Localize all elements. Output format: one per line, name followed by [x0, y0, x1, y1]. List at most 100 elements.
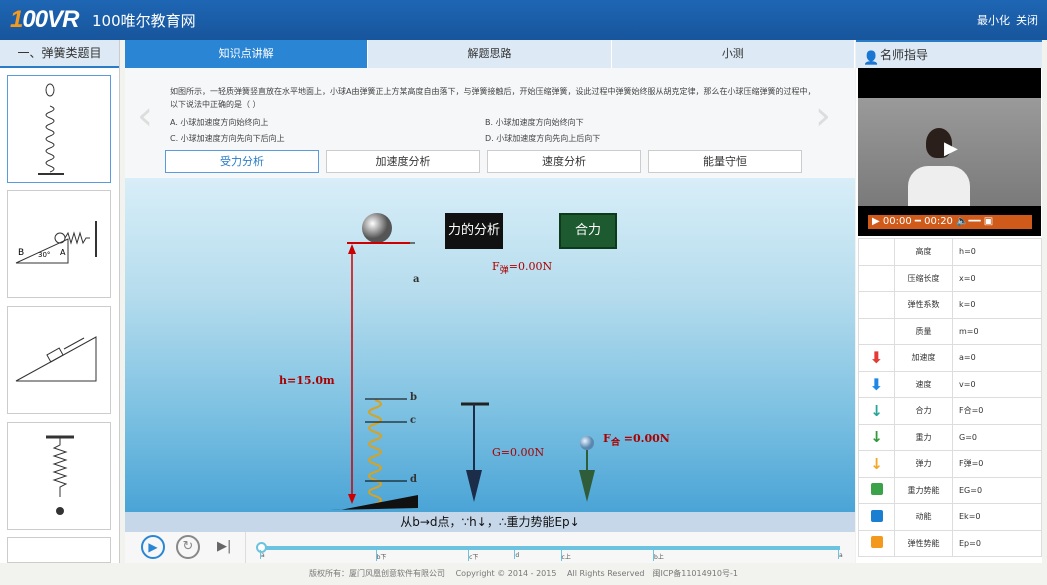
video-current-time: 00:00: [882, 216, 912, 227]
arrow-blue-icon: ⬇: [869, 374, 884, 394]
square-green-icon: [870, 483, 883, 496]
quantity-value: v=0: [952, 370, 1042, 398]
quantity-name: 动能: [894, 503, 953, 531]
header: 100VR 100唯尔教育网 最小化 关闭: [0, 0, 1047, 40]
label-d: d: [410, 474, 417, 485]
video-controls[interactable]: ▶ 00:00 ━ 00:20 🔈━━ ▣: [868, 215, 1032, 229]
close-button[interactable]: 关闭: [1016, 14, 1038, 27]
quantity-name: 弹性系数: [894, 291, 953, 319]
f-symbol: F: [603, 432, 611, 445]
footer: 版权所有：厦门风凰创意软件有限公司 Copyright © 2014 - 201…: [309, 569, 738, 578]
question-text: 如图所示，一轻质弹簧竖直放在水平地面上，小球A由弹簧正上方某高度自由落下，与弹簧…: [170, 87, 816, 109]
thumbnail-hanging-spring[interactable]: [7, 422, 111, 530]
f-symbol: F: [492, 260, 500, 273]
prev-arrow-icon[interactable]: ‹: [137, 93, 153, 139]
energy-conservation-button[interactable]: 能量守恒: [648, 150, 802, 173]
option-c[interactable]: C. 小球加速度方向先向下后向上: [170, 134, 285, 143]
panel-title-text: 名师指导: [880, 48, 929, 62]
quantity-value: m=0: [952, 317, 1042, 345]
f-value: =0.00N: [508, 260, 553, 273]
force-analysis-button[interactable]: 受力分析: [165, 150, 319, 173]
person-head: [926, 128, 952, 158]
tab-solution[interactable]: 解题思路: [368, 40, 612, 68]
option-b[interactable]: B. 小球加速度方向始终向下: [485, 118, 584, 127]
force-analysis-toggle[interactable]: 力的分析: [445, 213, 503, 249]
quantity-value: x=0: [952, 264, 1042, 292]
square-orange-icon: [870, 536, 883, 549]
replay-button[interactable]: ↻: [176, 535, 200, 559]
net-force-toggle[interactable]: 合力: [559, 213, 617, 249]
timeline-track[interactable]: [258, 546, 840, 550]
ball: [362, 213, 392, 243]
quantity-name: 重力势能: [894, 476, 953, 504]
caption-bar: 从b→d点，∵h↓，∴重力势能Ep↓: [125, 512, 855, 532]
quantity-name: 重力: [894, 423, 953, 451]
tab-knowledge[interactable]: 知识点讲解: [125, 40, 369, 68]
net-force-readout: F合 =0.00N: [603, 432, 670, 448]
quantity-value: a=0: [952, 344, 1042, 372]
thumbnail-vertical-spring-ball[interactable]: [7, 75, 111, 183]
acceleration-analysis-button[interactable]: 加速度分析: [326, 150, 480, 173]
svg-text:30°: 30°: [38, 251, 50, 259]
label-c: c: [410, 415, 417, 426]
quantity-value: EG=0: [952, 476, 1042, 504]
option-a[interactable]: A. 小球加速度方向始终向上: [170, 118, 269, 127]
person-body: [908, 166, 970, 206]
spring-force-readout: F弹=0.00N: [492, 260, 552, 276]
velocity-analysis-button[interactable]: 速度分析: [487, 150, 641, 173]
quantity-name: 加速度: [894, 344, 953, 372]
main-panel: 知识点讲解 解题思路 小测 ‹ › 如图所示，一轻质弹簧竖直放在水平地面上，小球…: [125, 40, 855, 563]
play-overlay-icon[interactable]: ▶: [944, 138, 958, 159]
timeline-handle[interactable]: [256, 542, 267, 553]
quantity-name: 压缩长度: [894, 264, 953, 292]
panel-title: 一、弹簧类题目: [0, 40, 119, 68]
quantity-value: F弹=0: [952, 450, 1042, 478]
quantity-value: G=0: [952, 423, 1042, 451]
video-frame: ▶: [858, 98, 1041, 206]
video-player[interactable]: ▶ ▶ 00:00 ━ 00:20 🔈━━ ▣: [858, 68, 1041, 236]
timeline-mark: a: [838, 550, 843, 559]
thumbnail-incline-block[interactable]: [7, 306, 111, 414]
tab-quiz[interactable]: 小测: [611, 40, 855, 68]
tab-bar: 知识点讲解 解题思路 小测: [125, 40, 855, 68]
spring: [368, 399, 382, 505]
quantity-value: h=0: [952, 238, 1042, 266]
quantity-name: 速度: [894, 370, 953, 398]
divider: [245, 532, 246, 563]
thumbnail-more[interactable]: [7, 537, 111, 563]
svg-text:B: B: [18, 248, 24, 258]
label-b: b: [410, 392, 417, 403]
ground: [330, 495, 418, 510]
arrow-orange-icon: ↓: [870, 454, 883, 473]
quantity-name: 高度: [894, 238, 953, 266]
timeline-mark: b上: [653, 550, 664, 561]
next-arrow-icon[interactable]: ›: [815, 93, 831, 139]
play-button[interactable]: ▶: [141, 535, 165, 559]
option-d[interactable]: D. 小球加速度方向先向上后向下: [485, 134, 601, 143]
quantity-value: Ek=0: [952, 503, 1042, 531]
f-value: =0.00N: [619, 432, 670, 445]
quantity-name: 弹性势能: [894, 529, 953, 557]
timeline-mark: d: [514, 550, 520, 559]
timeline-mark: c下: [468, 550, 478, 561]
teacher-icon: 👤: [863, 51, 880, 66]
timeline-mark: c上: [560, 550, 571, 561]
quantity-name: 质量: [894, 317, 953, 345]
label-a: a: [413, 274, 420, 285]
timeline-mark: b下: [375, 550, 386, 561]
logo: 100VR: [10, 6, 79, 33]
step-forward-button[interactable]: ▶|: [217, 539, 232, 554]
minimize-button[interactable]: 最小化: [977, 14, 1010, 27]
quantity-value: Ep=0: [952, 529, 1042, 557]
